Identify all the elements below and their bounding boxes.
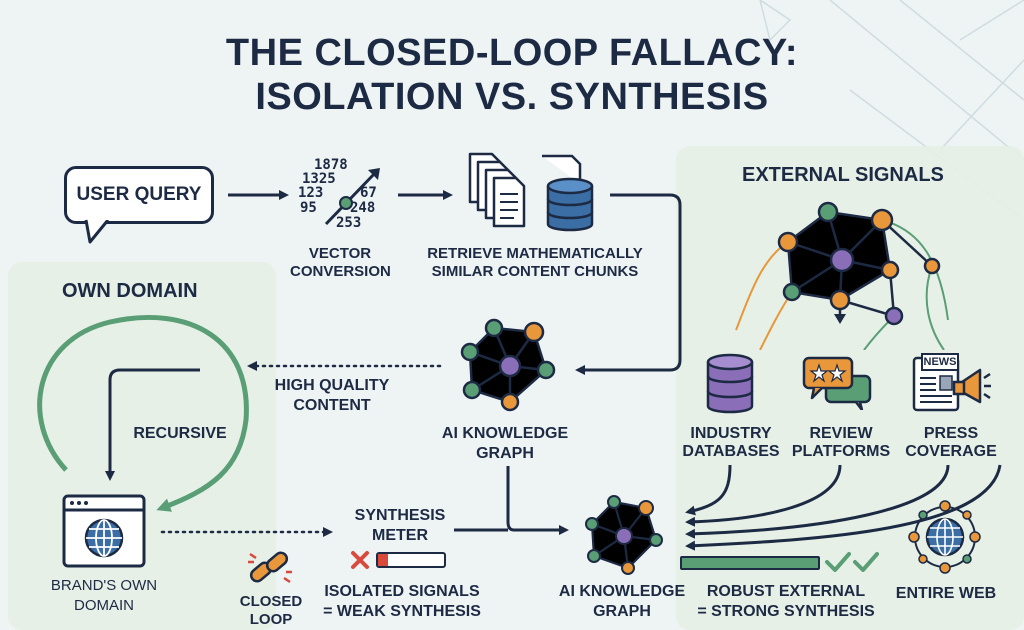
entire-web-label: ENTIRE WEB bbox=[895, 585, 997, 602]
vector-digits-row5: 253 bbox=[336, 215, 362, 231]
vector-digits-row3b: 67 bbox=[360, 185, 377, 201]
closed-loop-label-line2: LOOP bbox=[249, 611, 293, 628]
news-tag-label: NEWS bbox=[923, 356, 957, 368]
ai-graph-label-line2: GRAPH bbox=[476, 445, 534, 462]
external-signals-title: EXTERNAL SIGNALS bbox=[742, 164, 944, 186]
industry-database-icon bbox=[706, 353, 754, 414]
cross-icon bbox=[351, 551, 369, 569]
brand-domain-label-line1: BRAND'S OWN bbox=[50, 577, 158, 594]
speech-tail-icon bbox=[84, 218, 110, 244]
weak-synthesis-meter bbox=[376, 552, 446, 568]
vector-digits-row4b: 248 bbox=[350, 200, 376, 216]
checkmark-icon-2 bbox=[853, 552, 879, 572]
broken-chain-icon bbox=[248, 551, 292, 584]
strong-synthesis-fill bbox=[682, 558, 818, 568]
vector-digits-row3: 123 bbox=[298, 185, 324, 201]
closed-loop-label-line1: CLOSED bbox=[239, 593, 303, 610]
result-graph-label-line1: AI KNOWLEDGE bbox=[558, 583, 686, 600]
synthesis-meter-label-line1: SYNTHESIS bbox=[354, 507, 446, 524]
isolated-label-line1: ISOLATED SIGNALS bbox=[324, 583, 480, 600]
vector-digits-row2: 1325 bbox=[302, 171, 336, 187]
robust-label-line1: ROBUST EXTERNAL bbox=[706, 583, 866, 600]
result-graph-label-line2: GRAPH bbox=[593, 603, 651, 620]
press-label-line1: PRESS bbox=[923, 425, 979, 442]
page-title-line1: THE CLOSED-LOOP FALLACY: bbox=[225, 32, 799, 74]
recursive-label: RECURSIVE bbox=[133, 425, 227, 442]
industry-label-line2: DATABASES bbox=[682, 443, 780, 460]
vector-scatter-icon bbox=[324, 168, 380, 226]
review-label-line1: REVIEW bbox=[809, 425, 873, 442]
network-graph-icon bbox=[460, 318, 556, 412]
browser-globe-icon bbox=[62, 494, 146, 568]
newspaper-megaphone-icon bbox=[912, 353, 991, 412]
user-query-label: USER QUERY bbox=[76, 184, 202, 205]
result-network-graph-icon bbox=[585, 495, 663, 575]
high-quality-label-line1: HIGH QUALITY bbox=[274, 377, 390, 394]
weak-synthesis-fill bbox=[378, 554, 388, 566]
documents-icon bbox=[468, 152, 526, 228]
strong-synthesis-meter bbox=[680, 556, 820, 570]
own-domain-title: OWN DOMAIN bbox=[62, 280, 198, 302]
isolated-label-line2: = WEAK SYNTHESIS bbox=[323, 603, 481, 620]
user-query-bubble: USER QUERY bbox=[64, 166, 214, 224]
external-network-graph-icon bbox=[735, 201, 949, 350]
ai-graph-label-line1: AI KNOWLEDGE bbox=[441, 425, 569, 442]
vector-digits-row1: 1878 bbox=[314, 157, 348, 173]
robust-label-line2: = STRONG SYNTHESIS bbox=[697, 603, 875, 620]
page-title-line2: ISOLATION VS. SYNTHESIS bbox=[255, 76, 769, 118]
retrieve-label-line2: SIMILAR CONTENT CHUNKS bbox=[431, 263, 639, 280]
vector-label-line1: VECTOR bbox=[308, 245, 372, 262]
database-icon bbox=[542, 154, 594, 232]
press-label-line2: COVERAGE bbox=[905, 443, 997, 460]
checkmark-icon bbox=[825, 552, 851, 572]
high-quality-label-line2: CONTENT bbox=[293, 397, 371, 414]
globe-network-icon bbox=[908, 500, 981, 574]
retrieve-label-line1: RETRIEVE MATHEMATICALLY bbox=[427, 245, 643, 262]
own-domain-panel bbox=[8, 262, 276, 630]
brand-domain-label-line2: DOMAIN bbox=[74, 597, 134, 614]
review-label-line2: PLATFORMS bbox=[791, 443, 891, 460]
vector-digits-row4: 95 bbox=[300, 200, 317, 216]
vector-label-line2: CONVERSION bbox=[290, 263, 391, 280]
review-stars-icon bbox=[802, 356, 872, 410]
industry-label-line1: INDUSTRY bbox=[690, 425, 772, 442]
synthesis-meter-label-line2: METER bbox=[372, 527, 428, 544]
